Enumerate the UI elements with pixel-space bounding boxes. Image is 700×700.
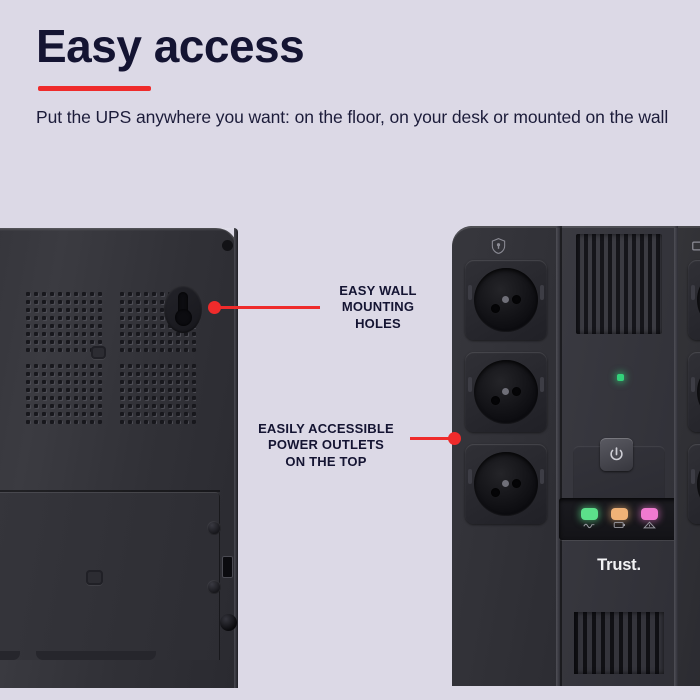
callout-anchor-dot bbox=[208, 301, 221, 314]
power-outlet[interactable] bbox=[465, 260, 547, 340]
chassis-screw bbox=[207, 521, 221, 535]
chassis-screw-large bbox=[220, 614, 237, 631]
center-vent-grille bbox=[576, 234, 662, 334]
page-title: Easy access bbox=[36, 20, 305, 72]
callout-leader-line bbox=[218, 306, 320, 309]
bottom-vent-fins bbox=[574, 612, 664, 674]
status-led-bar bbox=[559, 498, 679, 540]
chassis-screw bbox=[207, 580, 221, 594]
warning-icon bbox=[641, 520, 658, 530]
title-underline bbox=[38, 86, 151, 91]
wall-mount-keyhole bbox=[164, 285, 202, 333]
outlet-column-left bbox=[452, 226, 560, 700]
callout-leader-line bbox=[410, 437, 454, 440]
standby-led bbox=[617, 374, 624, 381]
callout-anchor-dot bbox=[448, 432, 461, 445]
callout-power-outlets: EASILY ACCESSIBLE POWER OUTLETS ON THE T… bbox=[248, 421, 404, 470]
rear-right-edge bbox=[234, 228, 238, 688]
panel-divider bbox=[674, 226, 679, 700]
callout-text: EASY WALL MOUNTING HOLES bbox=[339, 283, 417, 331]
vent-dot-grid bbox=[24, 290, 102, 352]
panel-bottom-cut bbox=[452, 686, 700, 700]
callout-wall-mounting: EASY WALL MOUNTING HOLES bbox=[320, 283, 436, 332]
power-icon bbox=[610, 447, 623, 461]
rubber-foot bbox=[36, 651, 156, 660]
battery-icon bbox=[611, 520, 628, 530]
power-outlet[interactable] bbox=[465, 444, 547, 524]
screw-boss bbox=[91, 346, 106, 359]
status-led-fault bbox=[640, 508, 658, 530]
vent-dot-grid bbox=[118, 362, 196, 424]
ups-front-panel: Trust. bbox=[452, 226, 700, 700]
callout-text: EASILY ACCESSIBLE POWER OUTLETS ON THE T… bbox=[258, 421, 394, 469]
door-screw-boss bbox=[86, 570, 103, 585]
panel-divider bbox=[556, 226, 561, 700]
rear-corner-dot bbox=[222, 240, 233, 251]
battery-door bbox=[0, 490, 220, 660]
waveform-icon bbox=[581, 520, 598, 530]
power-outlet[interactable] bbox=[688, 444, 700, 524]
battery-icon bbox=[692, 238, 700, 254]
power-button[interactable] bbox=[600, 438, 633, 471]
rubber-foot bbox=[0, 651, 20, 660]
page-subtitle: Put the UPS anywhere you want: on the fl… bbox=[36, 107, 669, 127]
door-seam bbox=[0, 490, 220, 492]
shield-icon bbox=[491, 238, 506, 254]
power-outlet[interactable] bbox=[465, 352, 547, 432]
power-outlet[interactable] bbox=[688, 352, 700, 432]
outlet-column-right bbox=[678, 226, 700, 700]
control-column: Trust. bbox=[559, 226, 679, 700]
rear-top-highlight bbox=[0, 228, 238, 231]
vent-dot-grid bbox=[24, 362, 102, 424]
rear-port bbox=[222, 556, 233, 578]
power-outlet[interactable] bbox=[688, 260, 700, 340]
status-led-battery bbox=[610, 508, 628, 530]
brand-logo: Trust. bbox=[597, 556, 641, 574]
status-led-ac bbox=[580, 508, 598, 530]
